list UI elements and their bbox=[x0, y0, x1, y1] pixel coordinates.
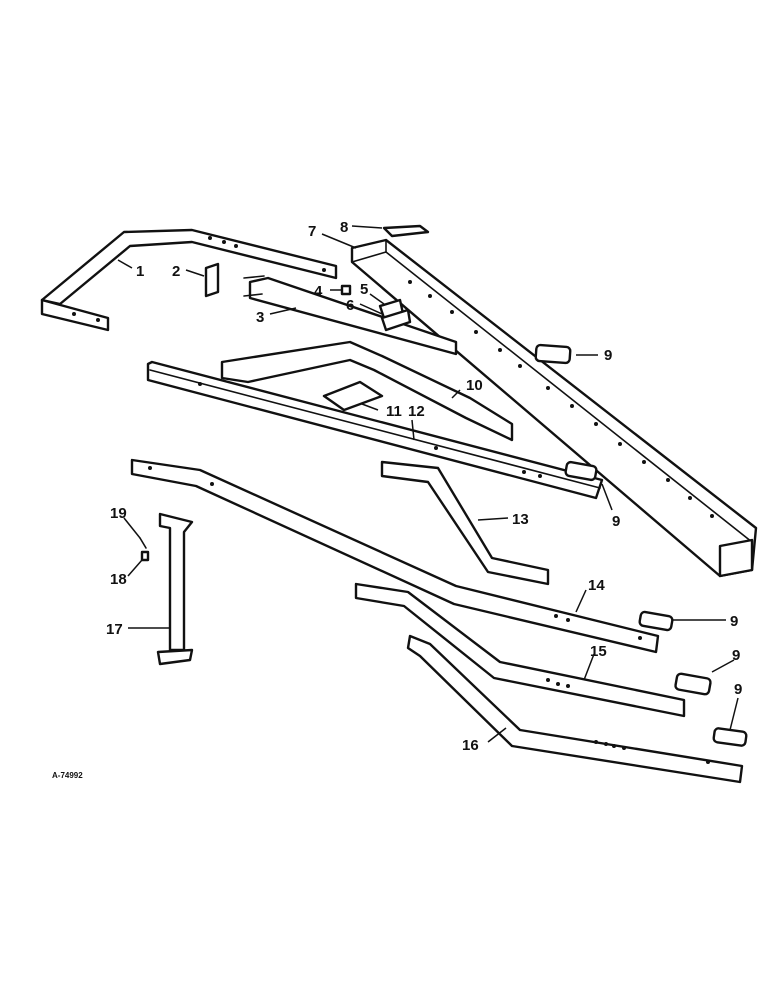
part-4-bolt bbox=[340, 284, 352, 296]
part-7-tube bbox=[350, 238, 758, 578]
part-11-plate bbox=[322, 380, 384, 412]
callout-9-c: 9 bbox=[730, 613, 738, 630]
callout-9-d: 9 bbox=[732, 647, 740, 664]
callout-15: 15 bbox=[590, 643, 607, 660]
part-9-link-b bbox=[564, 460, 598, 482]
part-6-plate bbox=[380, 308, 412, 332]
figure-reference: A-74992 bbox=[52, 771, 83, 780]
callout-10: 10 bbox=[466, 377, 483, 394]
callout-7: 7 bbox=[308, 223, 316, 240]
part-16-bar bbox=[406, 634, 744, 784]
callout-14: 14 bbox=[588, 577, 605, 594]
part-14-bar bbox=[130, 458, 660, 654]
part-9-link-a bbox=[534, 343, 572, 365]
part-2-bracket bbox=[204, 262, 220, 298]
callout-5: 5 bbox=[360, 281, 368, 298]
part-15-bar bbox=[354, 582, 686, 718]
callout-2: 2 bbox=[172, 263, 180, 280]
part-9-link-e bbox=[712, 727, 748, 747]
part-9-link-d bbox=[674, 672, 712, 696]
callout-4: 4 bbox=[314, 283, 323, 300]
callout-labels: 1 2 3 4 5 6 7 8 9 9 9 9 9 10 11 12 13 14… bbox=[106, 219, 742, 754]
callout-1: 1 bbox=[136, 263, 144, 280]
part-19-clip bbox=[139, 537, 147, 549]
leader-lines bbox=[117, 225, 739, 743]
callout-11: 11 bbox=[386, 403, 402, 420]
callout-9-e: 9 bbox=[734, 681, 742, 698]
callout-17: 17 bbox=[106, 621, 123, 638]
callout-9-b: 9 bbox=[612, 513, 620, 530]
part-3-bar bbox=[243, 275, 458, 356]
part-13-bar bbox=[380, 460, 550, 586]
callout-3: 3 bbox=[256, 309, 264, 326]
part-18-pin bbox=[140, 550, 150, 562]
callout-16: 16 bbox=[462, 737, 479, 754]
callout-8: 8 bbox=[340, 219, 348, 236]
part-1-bar bbox=[40, 228, 338, 332]
callout-18: 18 bbox=[110, 571, 127, 588]
part-8-pin bbox=[382, 224, 430, 238]
part-9-link-c bbox=[638, 610, 674, 632]
part-10-bar bbox=[220, 340, 514, 442]
callout-13: 13 bbox=[512, 511, 529, 528]
callout-9-a: 9 bbox=[604, 347, 612, 364]
callout-12: 12 bbox=[408, 403, 425, 420]
callout-19: 19 bbox=[110, 505, 127, 522]
part-17-stand bbox=[156, 512, 194, 666]
part-12-bar bbox=[146, 360, 604, 500]
callout-6: 6 bbox=[346, 297, 354, 314]
